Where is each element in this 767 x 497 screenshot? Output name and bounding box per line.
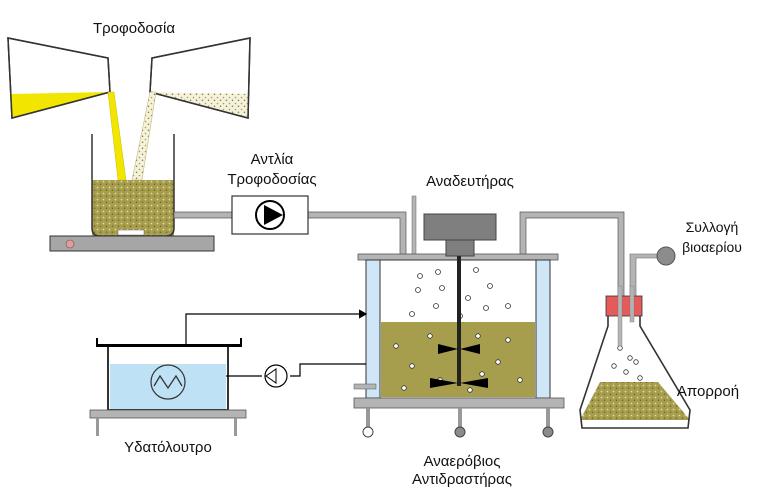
stirrer-motor [423,213,497,257]
pump-icon [255,200,285,230]
label-reactor-2: Αντιδραστήρας [412,471,512,488]
label-feed: Τροφοδοσία [93,20,175,37]
hotplate [49,229,215,252]
label-biogas-2: βιοαερίου [682,239,742,255]
water-bath [89,338,247,436]
water-circulation-lines [185,309,368,377]
hotplate-indicator-light [65,239,75,249]
outflow-flask [579,285,691,429]
pump [231,195,309,235]
heater-icon [150,364,186,400]
label-reactor-1: Αναερόβιος [424,453,501,470]
feed-streams [107,91,157,181]
label-pump-1: Αντλία [251,151,294,168]
feed-funnel-left [7,37,111,119]
circulator-icon [264,364,288,388]
stirrer-impeller-icon [430,256,488,388]
flask-stopper [605,295,643,317]
label-biogas-1: Συλλογή [686,219,739,235]
biogas-ball-icon [656,246,676,266]
label-pump-2: Τροφοδοσίας [227,171,316,188]
label-water-bath: Υδατόλουτρο [124,439,212,456]
feed-pipe-to-pump [173,211,233,219]
label-stirrer: Αναδευτήρας [426,173,514,190]
feed-beaker [91,134,175,237]
label-outflow: Απορροή [677,383,739,400]
feed-funnel-right [149,37,251,119]
